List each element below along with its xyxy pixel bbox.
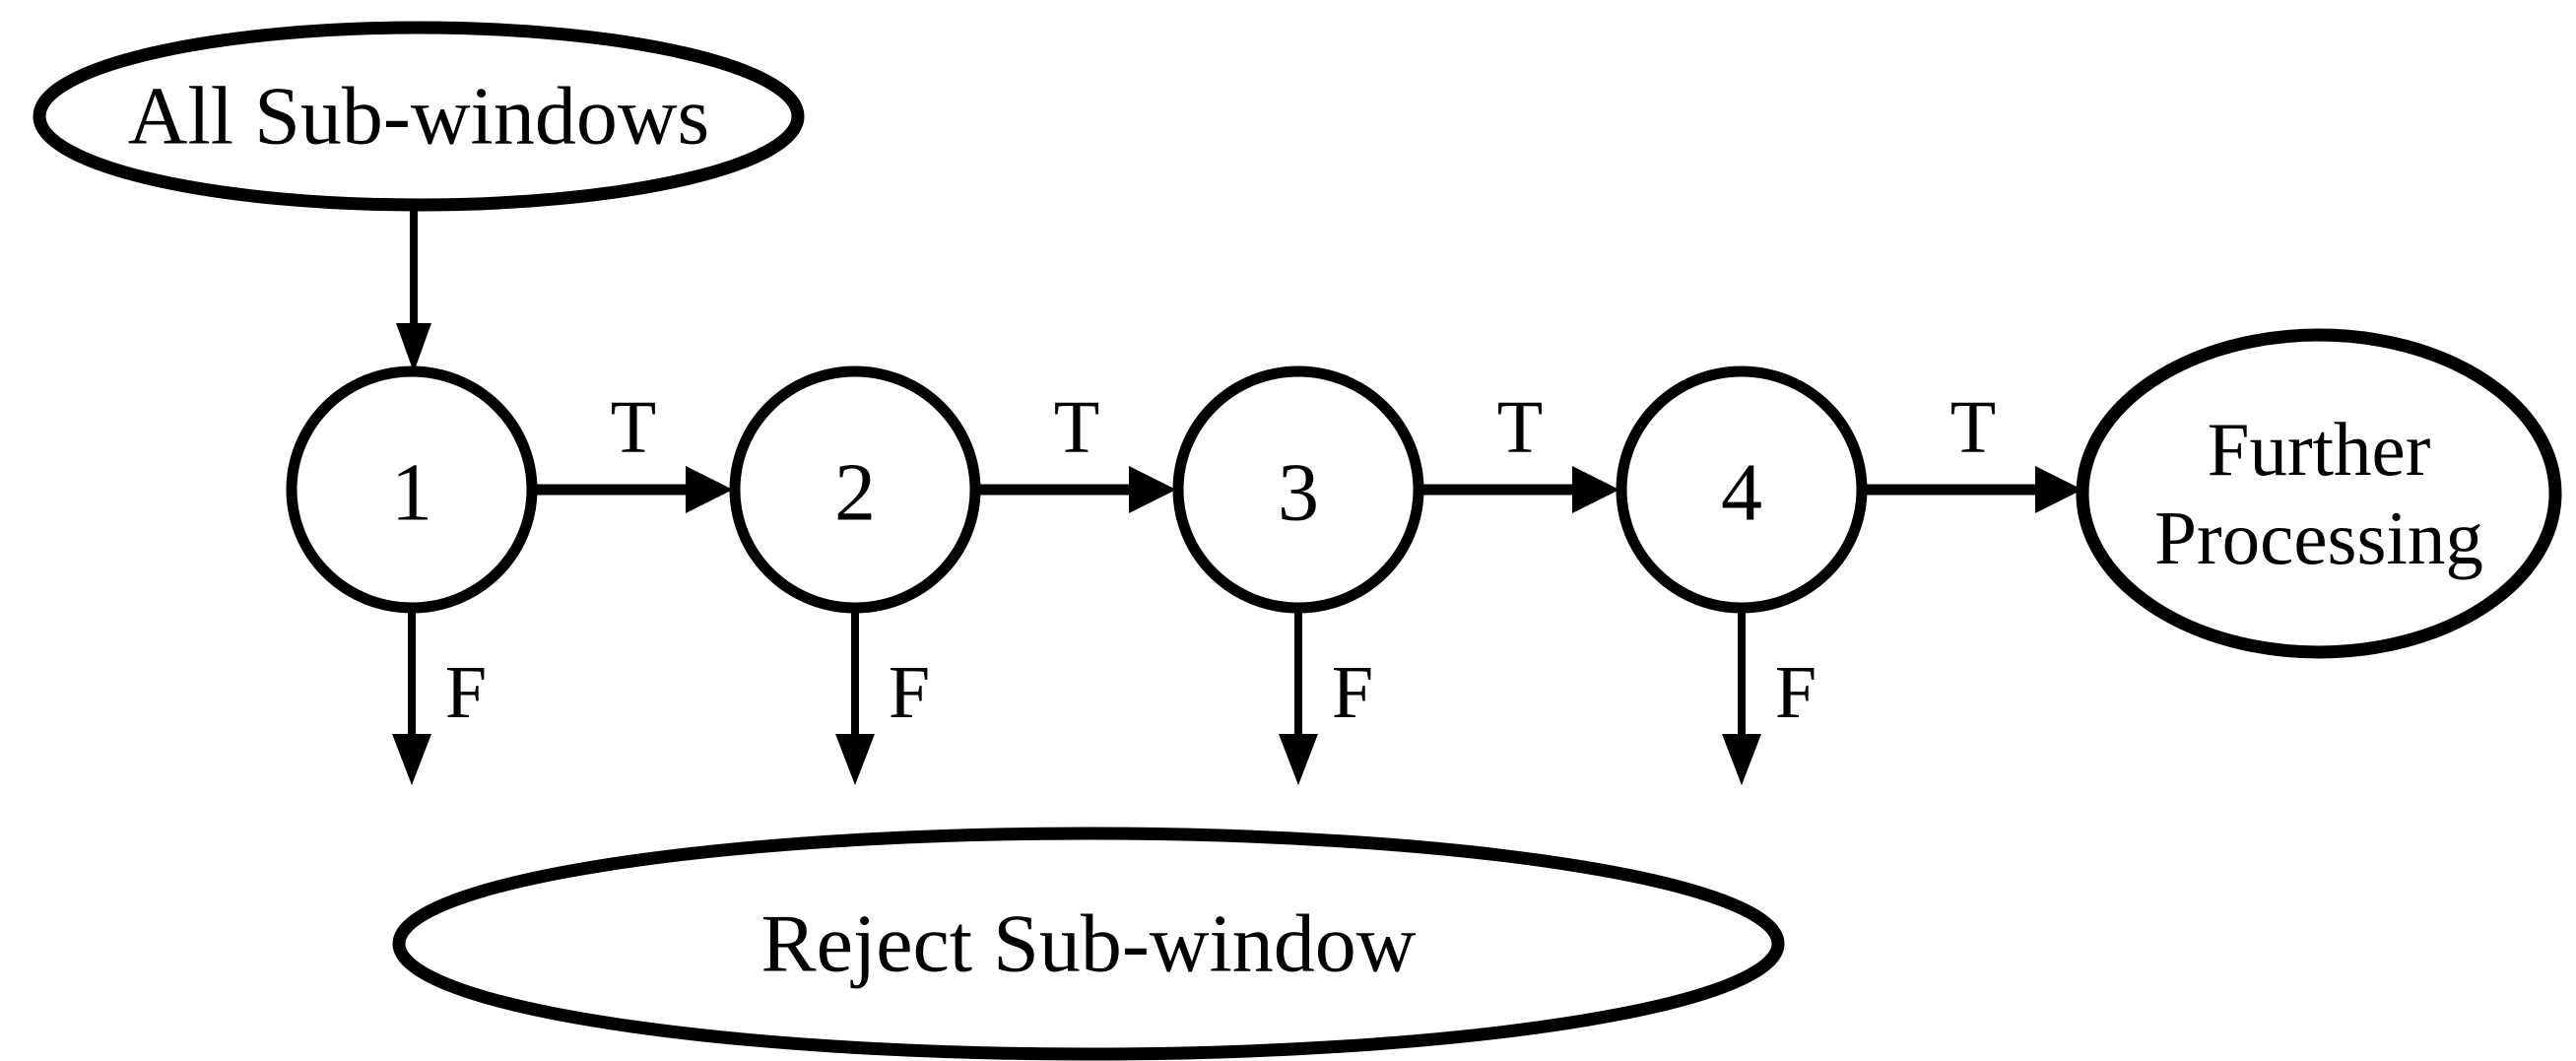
t-arrow-2: T (977, 386, 1176, 513)
further-processing-label-line-2: Processing (2154, 496, 2483, 580)
stage-4-circle (1616, 365, 1868, 614)
arrow-head (1572, 466, 1619, 513)
arrow-head (2035, 466, 2082, 513)
reject-node: Reject Sub-window (392, 827, 1785, 1061)
stage-4-label: 4 (1721, 447, 1762, 539)
t-label-4: T (1950, 386, 1996, 469)
further-processing-label-line-1: Further (2208, 407, 2431, 492)
f-label-3: F (1332, 651, 1373, 734)
f-arrow-1: F (392, 610, 487, 785)
t-label-2: T (1054, 386, 1099, 469)
t-arrow-1: T (534, 386, 733, 513)
f-arrow-4: F (1722, 610, 1816, 785)
t-label-1: T (611, 386, 656, 469)
further-processing-ellipse (2076, 328, 2562, 659)
reject-node-ellipse (392, 827, 1785, 1061)
reject-node-label: Reject Sub-window (761, 898, 1417, 990)
t-arrow-4: T (1864, 386, 2082, 513)
start-node-ellipse (33, 21, 805, 212)
start-node: All Sub-windows (33, 21, 805, 212)
arrow-head (686, 466, 733, 513)
stage-1-label: 1 (391, 447, 432, 539)
stage-4-node: 4 (1616, 365, 1868, 614)
f-arrow-3: F (1279, 610, 1373, 785)
arrow-head (835, 734, 875, 785)
arrow-head (1129, 466, 1176, 513)
stage-3-label: 3 (1278, 447, 1319, 539)
arrow-head (392, 734, 431, 785)
start-to-stage1-arrow (396, 207, 431, 372)
arrow-head (1279, 734, 1318, 785)
stage-3-circle (1172, 365, 1424, 614)
t-label-3: T (1497, 386, 1543, 469)
start-node-label: All Sub-windows (128, 71, 709, 163)
arrow-head (396, 323, 431, 372)
stage-1-node: 1 (286, 365, 538, 614)
stage-2-node: 2 (729, 365, 981, 614)
stage-2-circle (729, 365, 981, 614)
arrow-head (1722, 734, 1761, 785)
further-processing-node: Further Processing (2076, 328, 2562, 659)
f-label-1: F (445, 651, 487, 734)
t-arrow-3: T (1420, 386, 1619, 513)
stage-2-label: 2 (834, 447, 876, 539)
f-label-2: F (889, 651, 930, 734)
f-label-4: F (1775, 651, 1816, 734)
f-arrow-2: F (835, 610, 930, 785)
stage-1-circle (286, 365, 538, 614)
stage-3-node: 3 (1172, 365, 1424, 614)
